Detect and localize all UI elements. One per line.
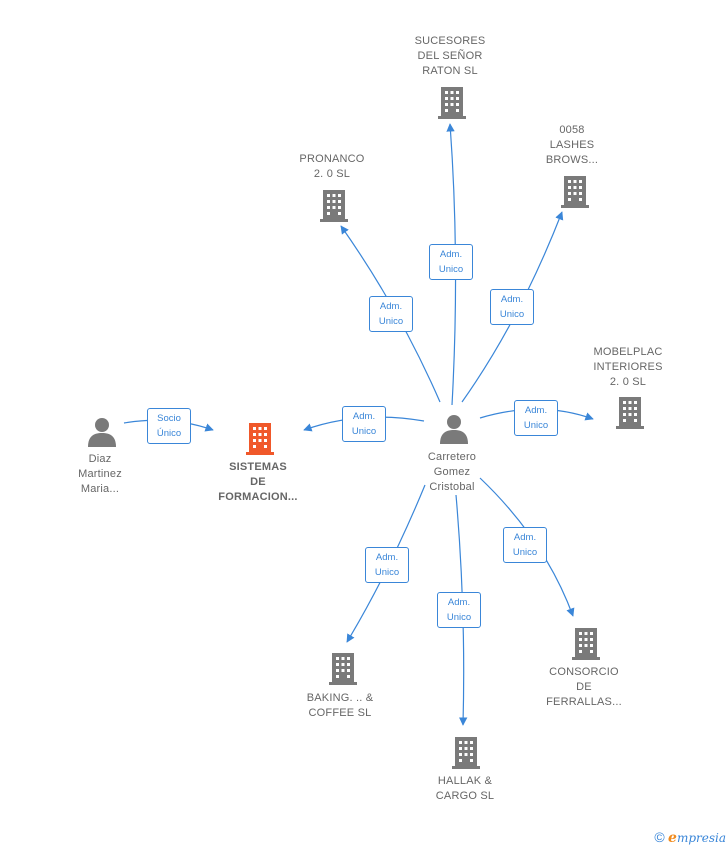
node-label-line: CARGO SL — [435, 790, 495, 802]
node-label-line: BROWS... — [545, 154, 599, 166]
edge-label-line: Unico — [446, 612, 472, 623]
node-label-line: Diaz — [88, 453, 112, 465]
node-label-lashes[interactable]: 0058 LASHES BROWS... — [527, 123, 617, 168]
node-label-line: 0058 — [559, 124, 585, 136]
edge-label-sistemas: Adm. Unico — [342, 406, 386, 442]
edge-label-line: Adm. — [439, 249, 463, 260]
building-icon[interactable] — [614, 395, 646, 429]
edge-label-line: Adm. — [513, 532, 537, 543]
edge-label-line: Unico — [378, 316, 404, 327]
edge-label-line: Socio — [157, 413, 181, 424]
edge-label-line: Unico — [512, 547, 538, 558]
building-icon[interactable] — [318, 188, 350, 222]
node-label-line: HALLAK & — [437, 775, 493, 787]
node-label-line: DE — [250, 476, 266, 488]
edge-label-line: Adm. — [352, 411, 376, 422]
node-label-baking[interactable]: BAKING. .. & COFFEE SL — [290, 691, 390, 721]
edge-label-baking: Adm. Unico — [365, 547, 409, 583]
node-label-line: RATON SL — [422, 65, 478, 77]
node-label-hallak[interactable]: HALLAK & CARGO SL — [420, 774, 510, 804]
edge-label-mobelplac: Adm. Unico — [514, 400, 558, 436]
building-icon[interactable] — [450, 735, 482, 769]
edge-label-line: Unico — [499, 309, 525, 320]
building-icon[interactable] — [570, 626, 602, 660]
brand-logo-text: mpresia — [676, 831, 726, 845]
node-label-line: Maria... — [80, 483, 120, 495]
node-label-line: SISTEMAS — [229, 461, 287, 473]
node-label-line: MOBELPLAC — [593, 346, 663, 358]
building-icon[interactable] — [559, 174, 591, 208]
edge-label-line: Unico — [438, 264, 464, 275]
edge-label-line: Adm. — [524, 405, 548, 416]
node-label-line: COFFEE SL — [308, 707, 372, 719]
edge-label-line: Adm. — [447, 597, 471, 608]
node-label-line: SUCESORES — [414, 35, 486, 47]
node-label-line: 2. 0 SL — [313, 168, 351, 180]
edge-label-diaz: Socio Único — [147, 408, 191, 444]
edge-label-line: Adm. — [379, 301, 403, 312]
node-label-sucesores[interactable]: SUCESORES DEL SEÑOR RATON SL — [395, 34, 505, 79]
node-label-line: FERRALLAS... — [546, 696, 622, 708]
node-label-line: Cristobal — [429, 481, 475, 493]
node-label-line: LASHES — [549, 139, 595, 151]
node-label-line: Carretero — [427, 451, 477, 463]
person-icon[interactable] — [86, 416, 118, 448]
edge-label-line: Unico — [374, 567, 400, 578]
building-icon[interactable] — [327, 651, 359, 685]
node-label-line: 2. 0 SL — [609, 376, 647, 388]
node-label-line: BAKING. .. & — [306, 692, 374, 704]
node-label-line: DEL SEÑOR — [417, 50, 483, 62]
edge-label-line: Adm. — [500, 294, 524, 305]
brand-logo-e: e — [668, 830, 677, 846]
node-label-center[interactable]: Carretero Gomez Cristobal — [407, 450, 497, 495]
node-label-line: Gomez — [433, 466, 471, 478]
node-label-pronanco[interactable]: PRONANCO 2. 0 SL — [287, 152, 377, 182]
edge-label-consorcio: Adm. Unico — [503, 527, 547, 563]
node-label-line: INTERIORES — [593, 361, 663, 373]
brand-footer: © empresia — [654, 829, 726, 846]
node-label-sistemas[interactable]: SISTEMAS DE FORMACION... — [203, 460, 313, 505]
edge-label-pronanco: Adm. Unico — [369, 296, 413, 332]
node-label-diaz[interactable]: Diaz Martinez Maria... — [60, 452, 140, 497]
node-label-line: DE — [576, 681, 592, 693]
edge-label-hallak: Adm. Unico — [437, 592, 481, 628]
node-label-line: FORMACION... — [218, 491, 298, 503]
copyright-icon: © — [654, 829, 665, 845]
building-icon[interactable] — [436, 85, 468, 119]
edge-label-line: Unico — [523, 420, 549, 431]
edge-label-line: Unico — [351, 426, 377, 437]
edge-label-sucesores: Adm. Unico — [429, 244, 473, 280]
edge-label-line: Adm. — [375, 552, 399, 563]
node-label-line: PRONANCO — [299, 153, 365, 165]
edge-label-line: Único — [156, 428, 182, 439]
building-icon[interactable] — [244, 421, 276, 455]
node-label-consorcio[interactable]: CONSORCIO DE FERRALLAS... — [534, 665, 634, 710]
person-icon[interactable] — [438, 413, 470, 445]
node-label-mobelplac[interactable]: MOBELPLAC INTERIORES 2. 0 SL — [580, 345, 676, 390]
edge-label-lashes: Adm. Unico — [490, 289, 534, 325]
node-label-line: Martinez — [78, 468, 122, 480]
node-label-line: CONSORCIO — [549, 666, 619, 678]
